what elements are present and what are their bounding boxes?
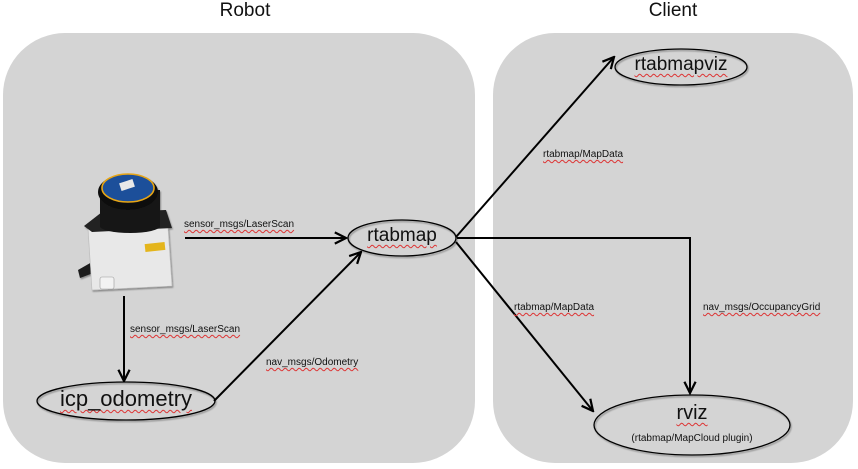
robot-group-title: Robot (219, 0, 271, 21)
edge-icp-odometry-to-rtabmap (213, 252, 361, 402)
node-rviz-ellipse (593, 394, 791, 456)
edge-rtabmap-to-rtabmapviz (455, 57, 614, 238)
client-group-panel (493, 33, 853, 463)
edge-rtabmap-to-rviz-mapdata (455, 241, 593, 411)
edge-label-icp-rtabmap: nav_msgs/Odometry (266, 357, 359, 368)
node-icp-odometry-label: icp_odometry (59, 386, 193, 411)
node-rtabmap-label: rtabmap (367, 225, 437, 246)
robot-group-panel (3, 33, 475, 463)
edge-rtabmap-to-rviz-occupancygrid (457, 237, 690, 393)
node-rviz-label: rviz (676, 402, 708, 424)
edge-label-lidar-icp: sensor_msgs/LaserScan (130, 324, 241, 335)
edge-label-rtabmap-rtabmapviz: rtabmap/MapData (543, 149, 624, 160)
edge-label-lidar-rtabmap: sensor_msgs/LaserScan (184, 219, 295, 230)
node-rviz-sublabel: (rtabmap/MapCloud plugin) (631, 433, 753, 444)
node-rtabmap-ellipse (347, 219, 457, 257)
laser-scanner-image (78, 173, 173, 291)
edge-label-rtabmap-rviz-mapdata: rtabmap/MapData (514, 302, 595, 313)
edge-label-rtabmap-rviz-occupancygrid: nav_msgs/OccupancyGrid (703, 302, 821, 313)
node-rtabmapviz-label: rtabmapviz (634, 54, 728, 75)
node-rtabmapviz-ellipse (614, 48, 748, 86)
node-icp-odometry-ellipse (36, 381, 216, 421)
client-group-title: Client (648, 0, 698, 21)
